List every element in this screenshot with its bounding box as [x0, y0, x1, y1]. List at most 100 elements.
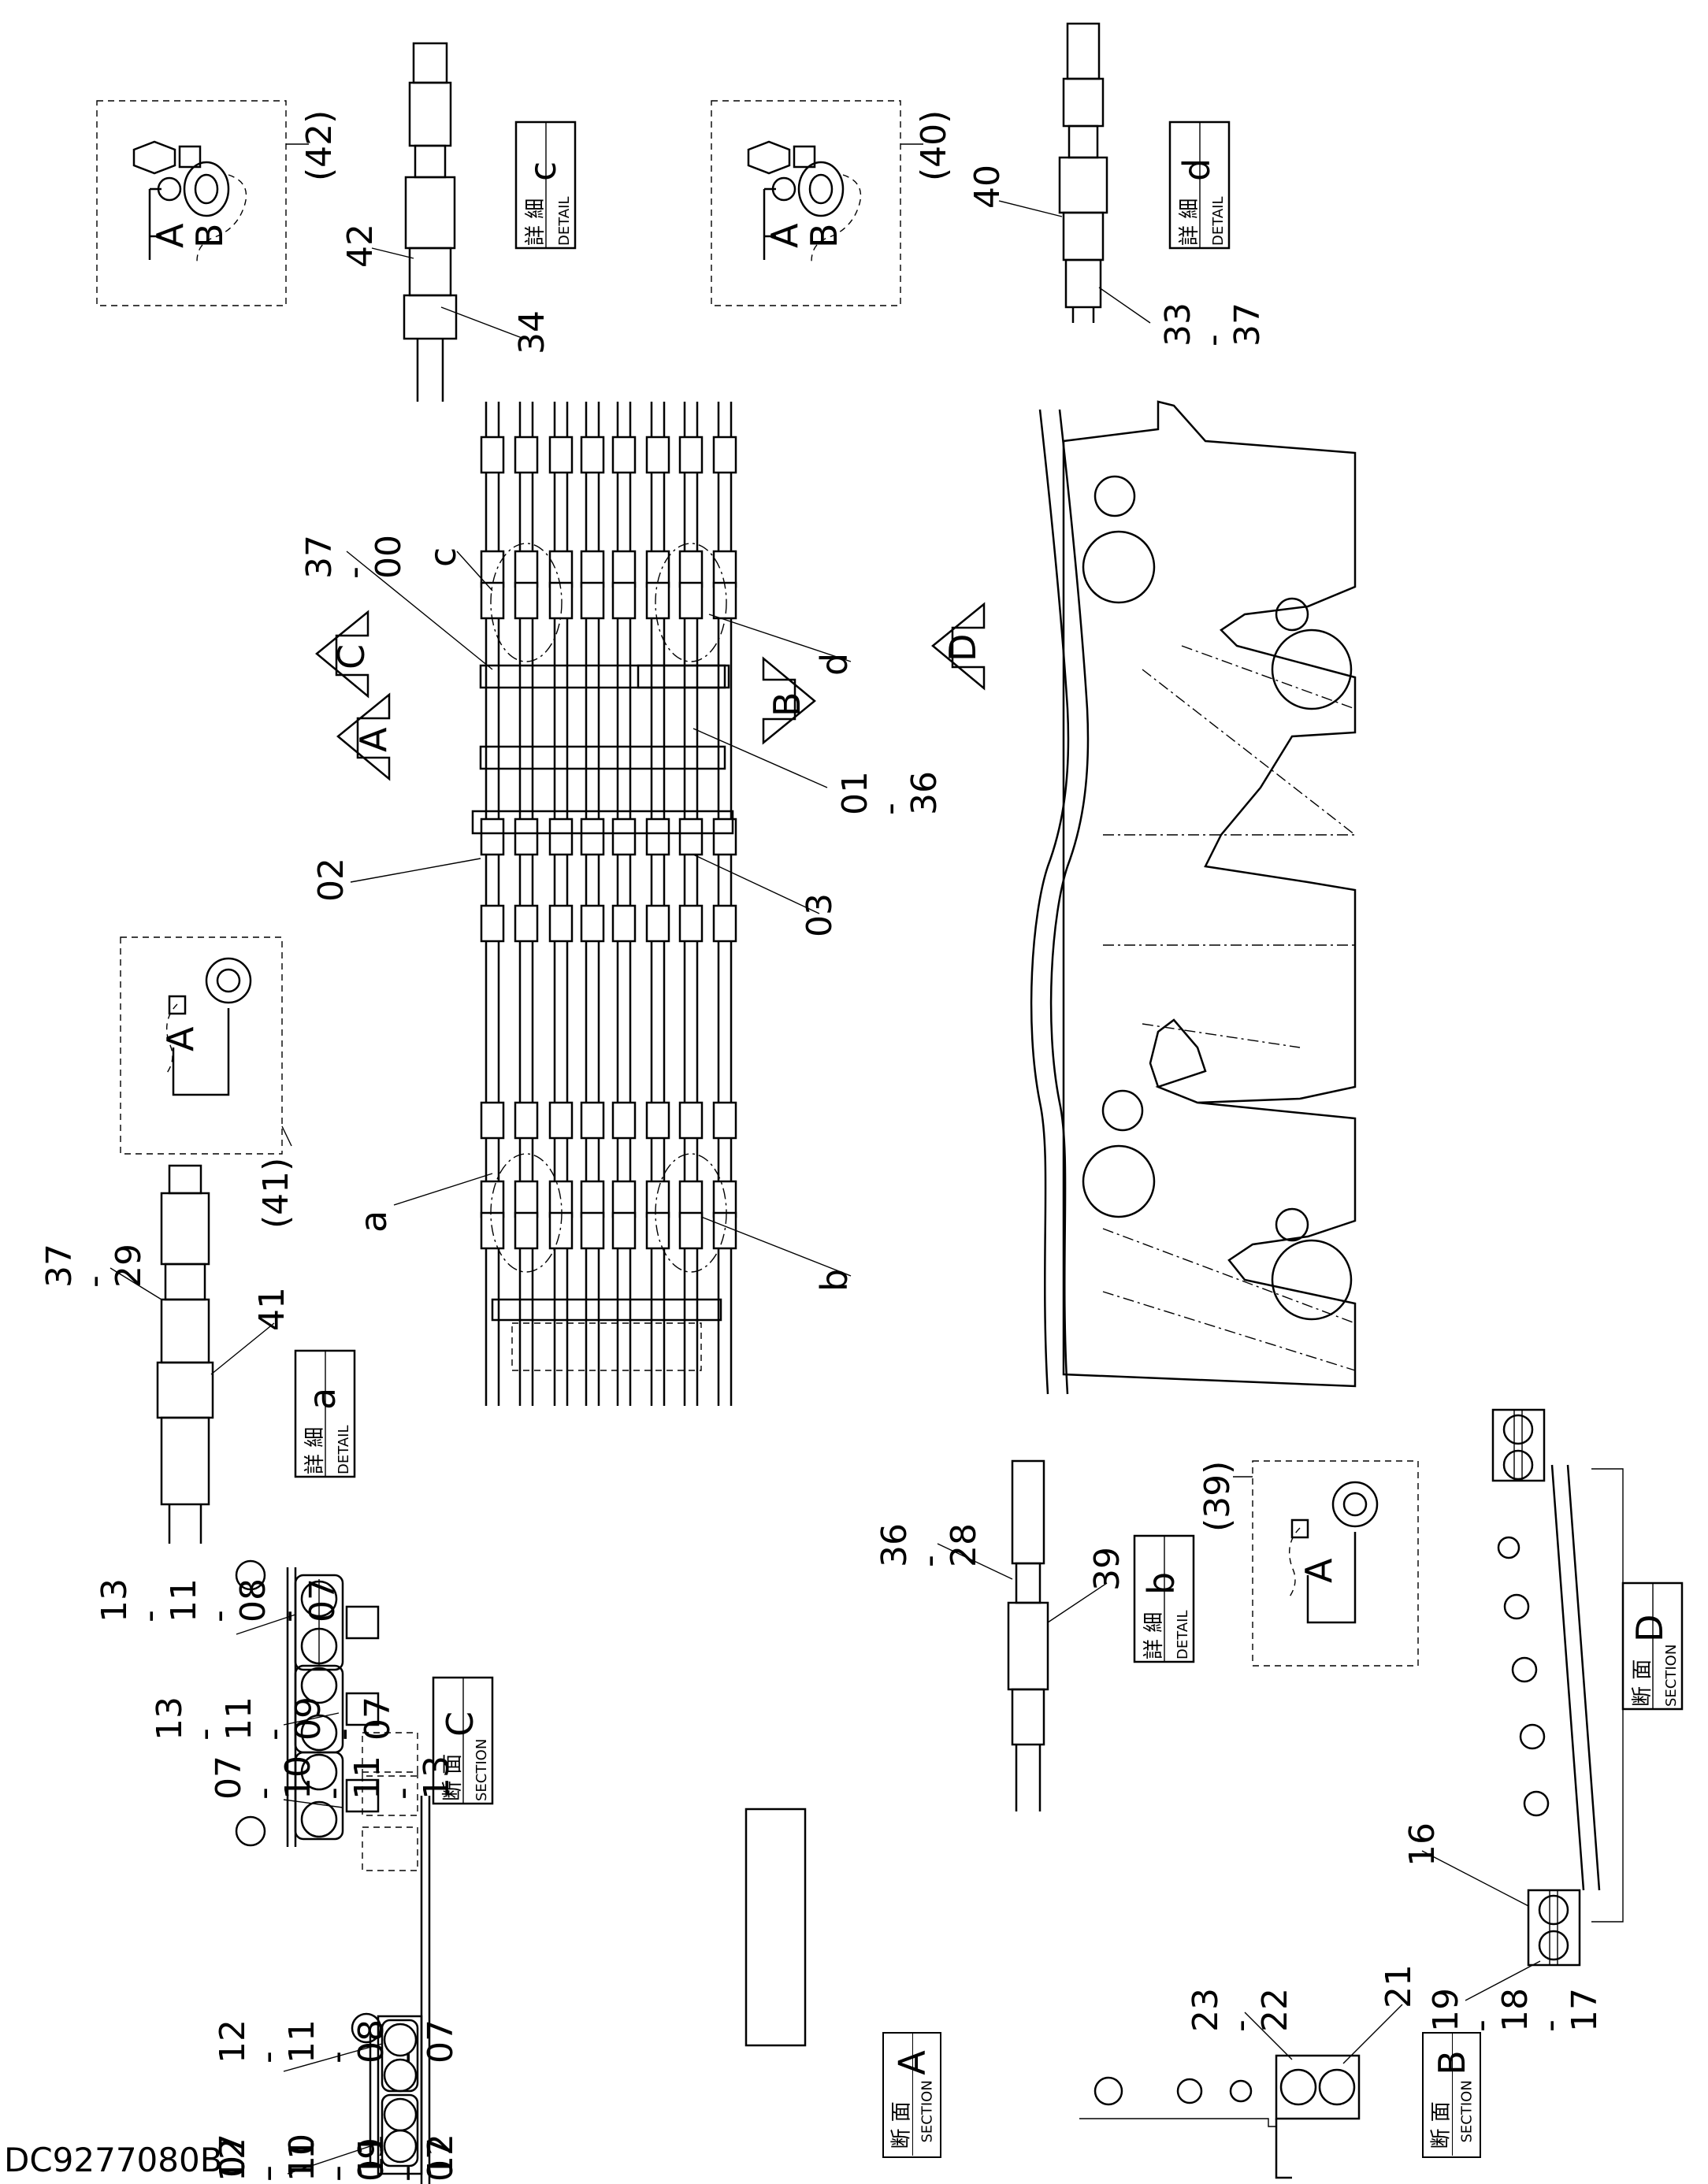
inset-letter-b-c: B: [188, 223, 231, 248]
hose-fitting: [480, 581, 505, 620]
svg-text:DETAIL: DETAIL: [556, 197, 573, 246]
section-d-label: 断 面 SECTION D: [1621, 1581, 1684, 1711]
dust-cap-icon: [797, 161, 845, 217]
svg-text:詳 細: 詳 細: [524, 198, 548, 246]
hose-fitting: [548, 1101, 574, 1140]
detail-d-label: 詳 細 DETAIL d: [1168, 121, 1231, 250]
nut-icon: [132, 140, 176, 175]
hose-fitting: [480, 818, 505, 856]
svg-text:詳 細: 詳 細: [1178, 198, 1201, 246]
hose-fitting: [645, 1180, 670, 1218]
detail-circle-c: [490, 543, 563, 662]
hose-fitting: [548, 550, 574, 588]
hose-fitting: [611, 904, 637, 943]
hose-fitting: [514, 904, 539, 943]
section-a-clamps: [744, 1808, 807, 2047]
hose-fitting: [514, 1101, 539, 1140]
inset-ref-41: (41): [256, 1158, 296, 1229]
boom-side-view: [1030, 400, 1357, 1395]
hose-fitting: [548, 818, 574, 856]
section-letter-a: A: [890, 2050, 934, 2075]
clamp-plate: [491, 1298, 722, 1322]
section-d-drawing: [1491, 1408, 1624, 1967]
o-ring-icon: [771, 176, 796, 202]
hose-fitting: [580, 550, 605, 588]
hose-fitting: [678, 550, 704, 588]
hose-fitting: [514, 818, 539, 856]
hose-fitting: [514, 436, 539, 474]
part-37-00: 37-00: [299, 535, 409, 579]
section-a-label: 断 面 SECTION A: [882, 2032, 941, 2158]
view-label-a: A: [352, 727, 395, 752]
svg-text:SECTION: SECTION: [473, 1739, 490, 1801]
detail-d-hose: [1058, 22, 1108, 323]
inset-letter-a-b: A: [1298, 1558, 1340, 1583]
hose-fitting: [678, 436, 704, 474]
part-34: 34: [512, 310, 552, 354]
view-label-c: C: [330, 644, 373, 669]
hose-fitting: [678, 818, 704, 856]
detail-c-label: 詳 細 DETAIL c: [514, 121, 577, 250]
hose-fitting: [712, 1211, 737, 1250]
svg-text:DETAIL: DETAIL: [1210, 197, 1227, 246]
hose-fitting: [645, 436, 670, 474]
hose-fitting: [712, 436, 737, 474]
hose-fitting: [580, 904, 605, 943]
hose-fitting: [645, 818, 670, 856]
inset-detail-a-parts: [120, 936, 283, 1155]
hose-fitting: [611, 818, 637, 856]
part-13-11-08-07: 13-11-08-07: [95, 1578, 343, 1622]
hose-fitting: [645, 581, 670, 620]
svg-text:c: c: [522, 161, 564, 181]
inset-letter-a-c: A: [149, 223, 191, 248]
hose-fitting: [580, 1101, 605, 1140]
inset-letter-b-d: B: [803, 223, 845, 248]
detail-a-hose: [156, 1164, 214, 1544]
coupler-icon: [205, 957, 252, 1004]
hose-fitting: [480, 904, 505, 943]
hose-fitting: [580, 581, 605, 620]
section-c-drawing: [235, 1559, 418, 1871]
hose-fitting: [611, 436, 637, 474]
coupler-icon: [1331, 1481, 1379, 1528]
hose-fitting: [480, 1101, 505, 1140]
nut-icon: [747, 140, 791, 175]
view-arrow-b: [762, 656, 816, 745]
part-16: 16: [1402, 1822, 1443, 1867]
part-23-22: 23-22: [1186, 1988, 1295, 2032]
detail-a-label: 詳 細 DETAIL a: [294, 1349, 356, 1478]
part-33-37: 33-37: [1158, 302, 1268, 347]
hose-fitting: [548, 904, 574, 943]
part-41: 41: [252, 1287, 292, 1331]
view-arrow-c: [315, 610, 369, 699]
part-21: 21: [1379, 1964, 1419, 2008]
part-39: 39: [1087, 1547, 1127, 1591]
part-40: 40: [967, 165, 1008, 209]
hose-fitting: [712, 550, 737, 588]
hose-fitting: [678, 581, 704, 620]
section-b-label: 断 面 SECTION B: [1422, 2032, 1481, 2158]
detail-b-label: 詳 細 DETAIL b: [1133, 1534, 1195, 1663]
svg-text:a: a: [301, 1388, 343, 1410]
hose-fitting: [548, 1211, 574, 1250]
hose-fitting: [611, 1211, 637, 1250]
view-arrow-d: [931, 602, 986, 691]
svg-text:D: D: [1628, 1615, 1671, 1642]
detail-callout-c: c: [421, 547, 464, 567]
detail-circle-d: [655, 543, 727, 662]
svg-text:C: C: [439, 1711, 481, 1737]
section-c-label: 断 面 SECTION C: [432, 1676, 494, 1805]
inset-letter-a-d: A: [763, 223, 806, 248]
hose-fitting: [611, 581, 637, 620]
hose-fitting: [580, 818, 605, 856]
part-42-c: 42: [340, 224, 381, 268]
svg-text:b: b: [1140, 1572, 1183, 1595]
part-07-10-11-13: 07-10-11-13: [209, 1756, 457, 1800]
lower-clamp-area: [511, 1322, 702, 1371]
view-label-b: B: [766, 692, 808, 717]
svg-text:DETAIL: DETAIL: [336, 1426, 352, 1474]
hose-fitting: [611, 550, 637, 588]
hose-fitting: [678, 1211, 704, 1250]
hose-fitting: [580, 1180, 605, 1218]
